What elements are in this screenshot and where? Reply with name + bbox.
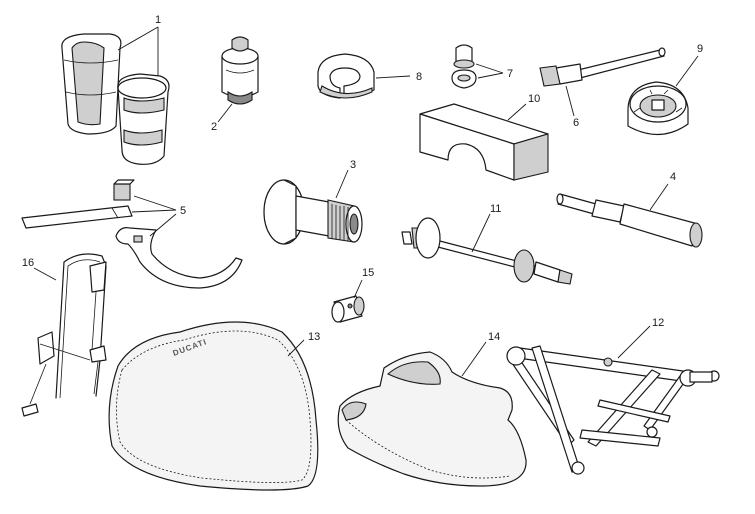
part-14-seat-cover	[337, 351, 527, 487]
part-9-nut-wrench	[627, 81, 689, 136]
part-6-extension-rod	[539, 47, 666, 87]
part-7-adaptors	[451, 44, 477, 89]
callout-10: 10	[528, 93, 540, 105]
part-2-socket-tool	[221, 36, 259, 105]
callout-7: 7	[507, 68, 513, 80]
callout-2: 2	[211, 121, 217, 133]
callout-8: 8	[416, 71, 422, 83]
part-13-tank-cover: DUCATI	[108, 321, 319, 491]
callout-13: 13	[308, 331, 320, 343]
callout-5: 5	[180, 205, 186, 217]
callout-12: 12	[652, 317, 664, 329]
callout-9: 9	[697, 43, 703, 55]
part-3-threaded-flange	[263, 179, 363, 245]
part-8-open-ring	[317, 53, 375, 99]
callout-11: 11	[490, 203, 501, 215]
part-16-frame-gauge	[21, 253, 107, 417]
part-4-puller-pin	[556, 193, 703, 248]
part-1-split-bushing	[61, 33, 170, 165]
callout-16: 16	[22, 257, 34, 269]
part-5-spanner-set	[21, 179, 243, 289]
part-10-support-block	[419, 103, 549, 181]
callout-6: 6	[573, 117, 579, 129]
callout-15: 15	[362, 267, 374, 279]
callout-14: 14	[488, 331, 500, 343]
part-15-collar	[331, 295, 365, 323]
callout-3: 3	[350, 159, 356, 171]
part-11-press-tool	[401, 217, 573, 285]
callout-4: 4	[670, 171, 676, 183]
callout-1: 1	[155, 14, 161, 26]
part-12-folding-stand	[506, 345, 720, 475]
